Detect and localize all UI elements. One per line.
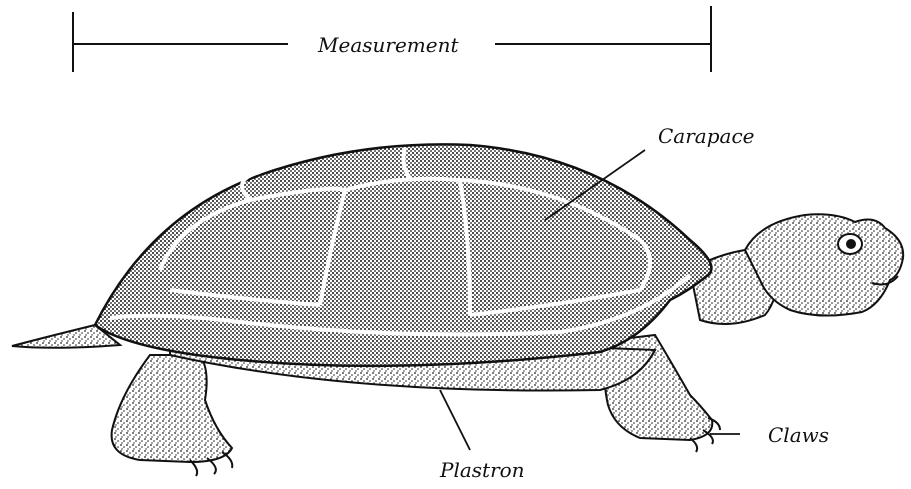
rear-leg [112, 355, 232, 462]
measurement-label: Measurement [318, 35, 459, 55]
plastron-label: Plastron [440, 460, 525, 480]
claws-label: Claws [768, 425, 829, 445]
eye [838, 234, 862, 254]
plastron-leader [440, 390, 470, 450]
carapace-label: Carapace [658, 126, 754, 146]
